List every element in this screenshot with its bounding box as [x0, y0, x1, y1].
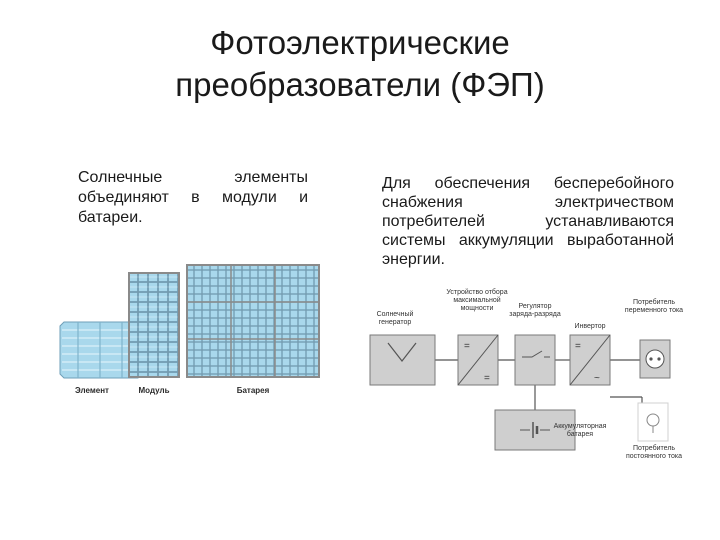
caption-element: Элемент: [75, 386, 109, 395]
caption-module: Модуль: [138, 386, 170, 395]
label-ac-consumer: Потребитель переменного тока: [624, 299, 684, 314]
left-paragraph: Солнечные элементы объединяют в модули и…: [78, 169, 308, 226]
title-line-1: Фотоэлектрические: [210, 24, 510, 61]
generator-block: [369, 334, 436, 386]
inverter-block: = ~: [569, 334, 611, 386]
caption-battery: Батарея: [236, 386, 270, 395]
right-paragraph: Для обеспечения бесперебойного снабжения…: [382, 175, 674, 268]
mppt-block: = =: [457, 334, 499, 386]
solar-battery-array: [186, 264, 320, 378]
label-generator: Солнечный генератор: [376, 311, 414, 326]
svg-text:=: =: [484, 373, 490, 384]
label-dc-consumer: Потребитель постоянного тока: [626, 445, 682, 460]
title-line-2: преобразователи (ФЭП): [175, 66, 545, 103]
regulator-block: [514, 334, 556, 386]
label-inverter: Инвертор: [574, 323, 606, 330]
system-diagram: = = = ~: [360, 285, 690, 475]
svg-text:=: =: [575, 341, 581, 352]
solar-module: [128, 272, 180, 378]
connection-lines: [435, 359, 652, 410]
dc-consumer-block: [637, 402, 669, 442]
svg-text:=: =: [464, 341, 470, 352]
svg-text:~: ~: [594, 373, 600, 384]
accumulator-block: [494, 409, 576, 451]
label-mppt: Устройство отбора максимальной мощности: [446, 289, 508, 312]
solar-figure: Элемент Модуль Батарея: [58, 262, 328, 402]
ac-consumer-block: [639, 339, 671, 379]
label-accumulator: Аккумуляторная батарея: [553, 423, 607, 438]
solar-figure-svg: [59, 264, 320, 379]
page-title: Фотоэлектрические преобразователи (ФЭП): [0, 22, 720, 106]
label-charge-regulator: Регулятор заряда-разряда: [509, 303, 561, 318]
system-diagram-svg: = = = ~: [369, 334, 671, 451]
